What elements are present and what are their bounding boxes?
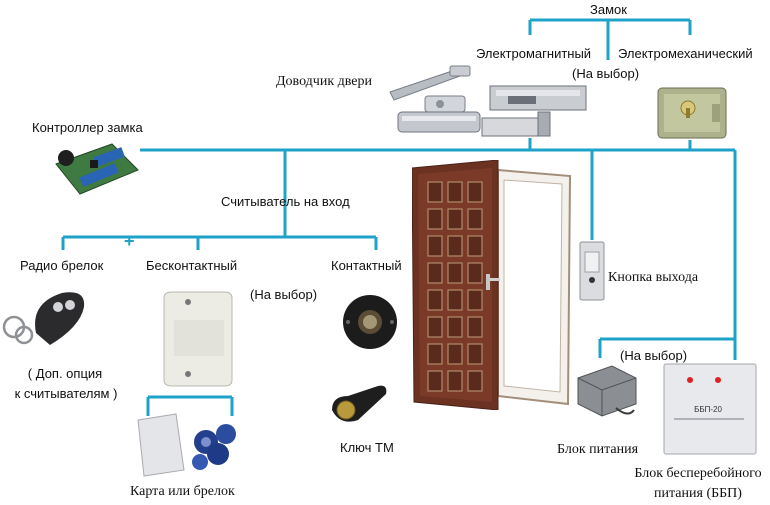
- electromagnetic-lock-image: [481, 85, 587, 137]
- door-panel: [467, 343, 483, 365]
- door-panel: [427, 208, 443, 230]
- tm-key-label: Ключ ТМ: [340, 440, 394, 455]
- lock-optional-label: (На выбор): [572, 66, 640, 81]
- door-closer-image: [389, 65, 481, 133]
- door-panel: [447, 235, 463, 257]
- ups-model-text: ББП-20: [694, 405, 722, 414]
- door-panel: [427, 289, 443, 311]
- lock-controller-image: [55, 143, 139, 195]
- card-and-fob-image: [137, 413, 236, 477]
- entry-reader-label: Считыватель на вход: [221, 194, 350, 209]
- card-or-fob-label: Карта или брелок: [130, 484, 235, 499]
- ups-label-line1: Блок бесперебойного: [634, 466, 762, 481]
- reader-optional-label: (На выбор): [250, 287, 318, 302]
- option-note-line2: к считывателям ): [14, 386, 118, 401]
- door-panel: [467, 316, 483, 338]
- lock-controller-label: Контроллер замка: [32, 120, 143, 135]
- ups-label-line2: питания (ББП): [654, 486, 742, 501]
- door-panel: [427, 316, 443, 338]
- power-optional-label: (На выбор): [620, 348, 688, 363]
- door-panel: [467, 289, 483, 311]
- door-panel: [427, 235, 443, 257]
- exit-button-label: Кнопка выхода: [608, 270, 699, 285]
- door-panel: [447, 370, 463, 392]
- door-panel: [467, 262, 483, 284]
- contact-reader-image: [343, 295, 397, 349]
- door-panel: [467, 181, 483, 203]
- door-panel: [447, 316, 463, 338]
- door-panel: [427, 181, 443, 203]
- door-panel: [467, 370, 483, 392]
- door-panel: [447, 343, 463, 365]
- option-note-line1: ( Доп. опция: [27, 366, 103, 381]
- door-panel: [427, 370, 443, 392]
- tm-key-image: [332, 385, 387, 422]
- radio-fob-image: [2, 292, 85, 345]
- radio-fob-label: Радио брелок: [20, 258, 104, 273]
- lock-label: Замок: [590, 2, 627, 17]
- door-panel: [427, 343, 443, 365]
- door-panel: [447, 208, 463, 230]
- electromechanical-lock-image: [657, 87, 727, 139]
- electromechanical-lock-label: Электромеханический: [618, 46, 753, 61]
- electromagnetic-lock-label: Электромагнитный: [476, 46, 592, 61]
- door-panel: [447, 262, 463, 284]
- door-panel: [427, 262, 443, 284]
- contact-label: Контактный: [331, 258, 402, 273]
- exit-button-image: [579, 241, 605, 301]
- door-image: [412, 160, 572, 410]
- door-panel: [467, 208, 483, 230]
- plus-sign: +: [124, 231, 135, 251]
- power-supply-label: Блок питания: [557, 442, 639, 457]
- power-supply-image: [577, 365, 637, 417]
- door-closer-label: Доводчик двери: [276, 74, 372, 89]
- door-panel: [447, 289, 463, 311]
- contactless-label: Бесконтактный: [146, 258, 238, 273]
- door-panel: [447, 181, 463, 203]
- contactless-reader-image: [163, 291, 233, 387]
- ups-image: ББП-20: [663, 363, 757, 455]
- door-panel: [467, 235, 483, 257]
